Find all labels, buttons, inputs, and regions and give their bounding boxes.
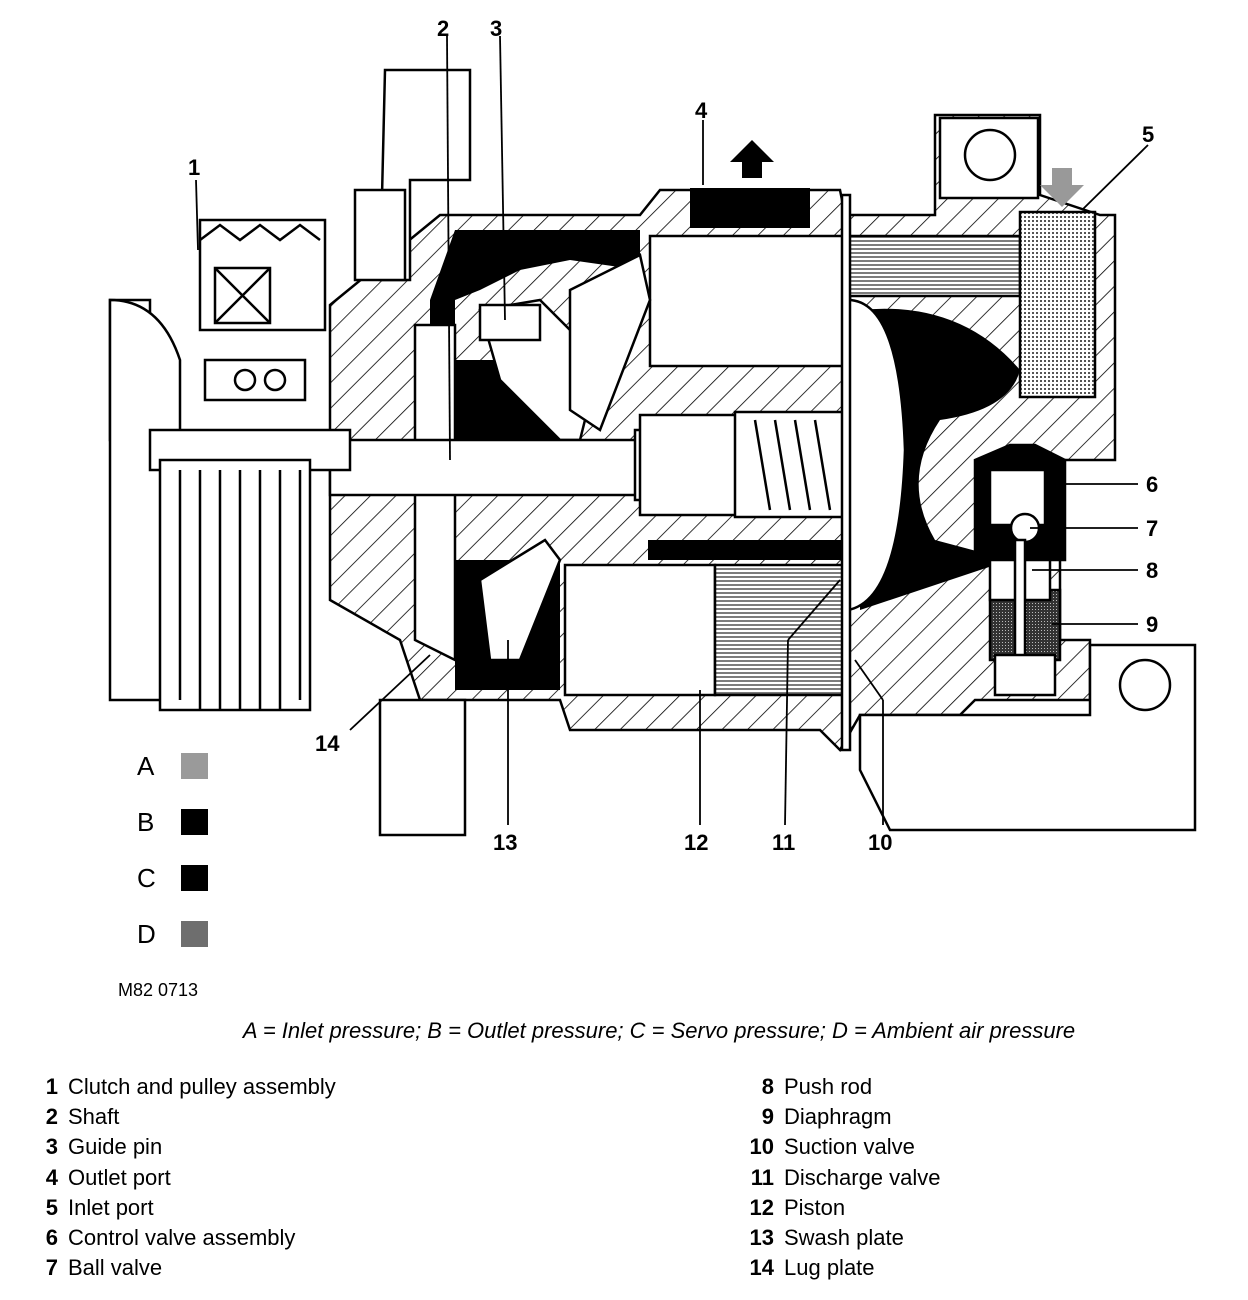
- part-number: 1: [45, 1074, 58, 1099]
- part-item-13: 13 Swash plate: [740, 1223, 941, 1253]
- callout-leaders: [195, 35, 1149, 826]
- callout-3: 3: [490, 16, 502, 41]
- callout-8: 8: [1146, 558, 1158, 583]
- callout-10: 10: [868, 830, 892, 855]
- legend-letter-d: D: [137, 919, 156, 949]
- legend-swatch-d: [181, 921, 208, 947]
- callout-9: 9: [1146, 612, 1158, 637]
- parts-list-left: 1 Clutch and pulley assembly 2 Shaft 3 Guide …: [38, 1072, 336, 1283]
- part-label: Piston: [784, 1194, 846, 1220]
- part-number: 8: [761, 1074, 774, 1099]
- part-item-12: 12 Piston: [740, 1193, 941, 1223]
- part-item-1: 1 Clutch and pulley assembly: [38, 1072, 336, 1102]
- part-number: 11: [750, 1164, 774, 1190]
- part-label: Inlet port: [68, 1194, 154, 1220]
- inlet-flow-arrow: [1040, 168, 1084, 207]
- parts-list-right: 8 Push rod 9 Diaphragm 10 Suction valve 11 Disc…: [740, 1072, 941, 1283]
- part-number: 12: [749, 1194, 774, 1220]
- part-label: Swash plate: [784, 1225, 904, 1251]
- part-label: Clutch and pulley assembly: [68, 1074, 336, 1099]
- callout-4: 4: [695, 98, 708, 123]
- figure-code: M82 0713: [118, 980, 199, 1000]
- legend-swatch-a: [181, 753, 208, 779]
- callout-13: 13: [493, 830, 517, 855]
- callout-11: 11: [772, 830, 795, 855]
- legend-letter-c: C: [137, 863, 156, 893]
- part-number: 13: [749, 1225, 774, 1251]
- legend-letter-a: A: [137, 751, 155, 781]
- part-item-10: 10 Suction valve: [740, 1132, 941, 1162]
- swash-plate-assembly: [478, 253, 652, 662]
- legend-caption: A = Inlet pressure; B = Outlet pressure;…: [242, 1018, 1076, 1043]
- callout-6: 6: [1146, 472, 1158, 497]
- part-number: 4: [45, 1164, 58, 1190]
- part-number: 7: [45, 1255, 58, 1281]
- callout-7: 7: [1146, 516, 1158, 541]
- part-number: 5: [45, 1194, 58, 1220]
- part-label: Shaft: [68, 1104, 120, 1130]
- legend-swatch-b: [181, 809, 208, 835]
- callout-5: 5: [1142, 122, 1154, 147]
- clutch-pulley-assembly: [108, 218, 352, 712]
- part-label: Suction valve: [784, 1134, 915, 1160]
- part-item-5: 5 Inlet port: [38, 1193, 336, 1223]
- part-number: 14: [749, 1255, 774, 1281]
- part-label: Lug plate: [784, 1255, 875, 1281]
- control-valve-assembly: [973, 443, 1067, 697]
- callout-numbers: 1 2 3 4 5 6 7 8 9 10 11 12 13 14: [188, 16, 1158, 855]
- control-spring: [733, 410, 847, 519]
- part-item-14: 14 Lug plate: [740, 1253, 941, 1283]
- part-label: Guide pin: [68, 1134, 163, 1160]
- part-item-3: 3 Guide pin: [38, 1132, 336, 1162]
- legend-letter-b: B: [137, 807, 154, 837]
- part-label: Control valve assembly: [68, 1225, 296, 1251]
- part-label: Outlet port: [68, 1164, 171, 1190]
- part-number: 9: [761, 1104, 774, 1130]
- callout-1: 1: [188, 155, 200, 180]
- part-number: 10: [749, 1134, 774, 1160]
- callout-14: 14: [315, 731, 340, 756]
- part-label: Diaphragm: [784, 1104, 892, 1130]
- part-number: 2: [45, 1104, 58, 1130]
- cylinder-head-gasket: [840, 193, 852, 752]
- part-label: Push rod: [784, 1074, 873, 1099]
- part-item-8: 8 Push rod: [740, 1072, 941, 1102]
- valve-plate: [846, 298, 907, 612]
- part-item-9: 9 Diaphragm: [740, 1102, 941, 1132]
- legend-swatch-c: [181, 865, 208, 891]
- callout-12: 12: [684, 830, 708, 855]
- part-item-4: 4 Outlet port: [38, 1163, 336, 1193]
- part-label: Ball valve: [68, 1255, 163, 1281]
- part-item-7: 7 Ball valve: [38, 1253, 336, 1283]
- part-number: 3: [45, 1134, 58, 1160]
- part-label: Discharge valve: [784, 1164, 941, 1190]
- part-item-2: 2 Shaft: [38, 1102, 336, 1132]
- outlet-flow-arrow: [730, 140, 774, 178]
- callout-2: 2: [437, 16, 449, 41]
- part-item-6: 6 Control valve assembly: [38, 1223, 336, 1253]
- part-number: 6: [45, 1225, 58, 1251]
- shaft: [328, 413, 742, 517]
- part-item-11: 11 Discharge valve: [740, 1163, 941, 1193]
